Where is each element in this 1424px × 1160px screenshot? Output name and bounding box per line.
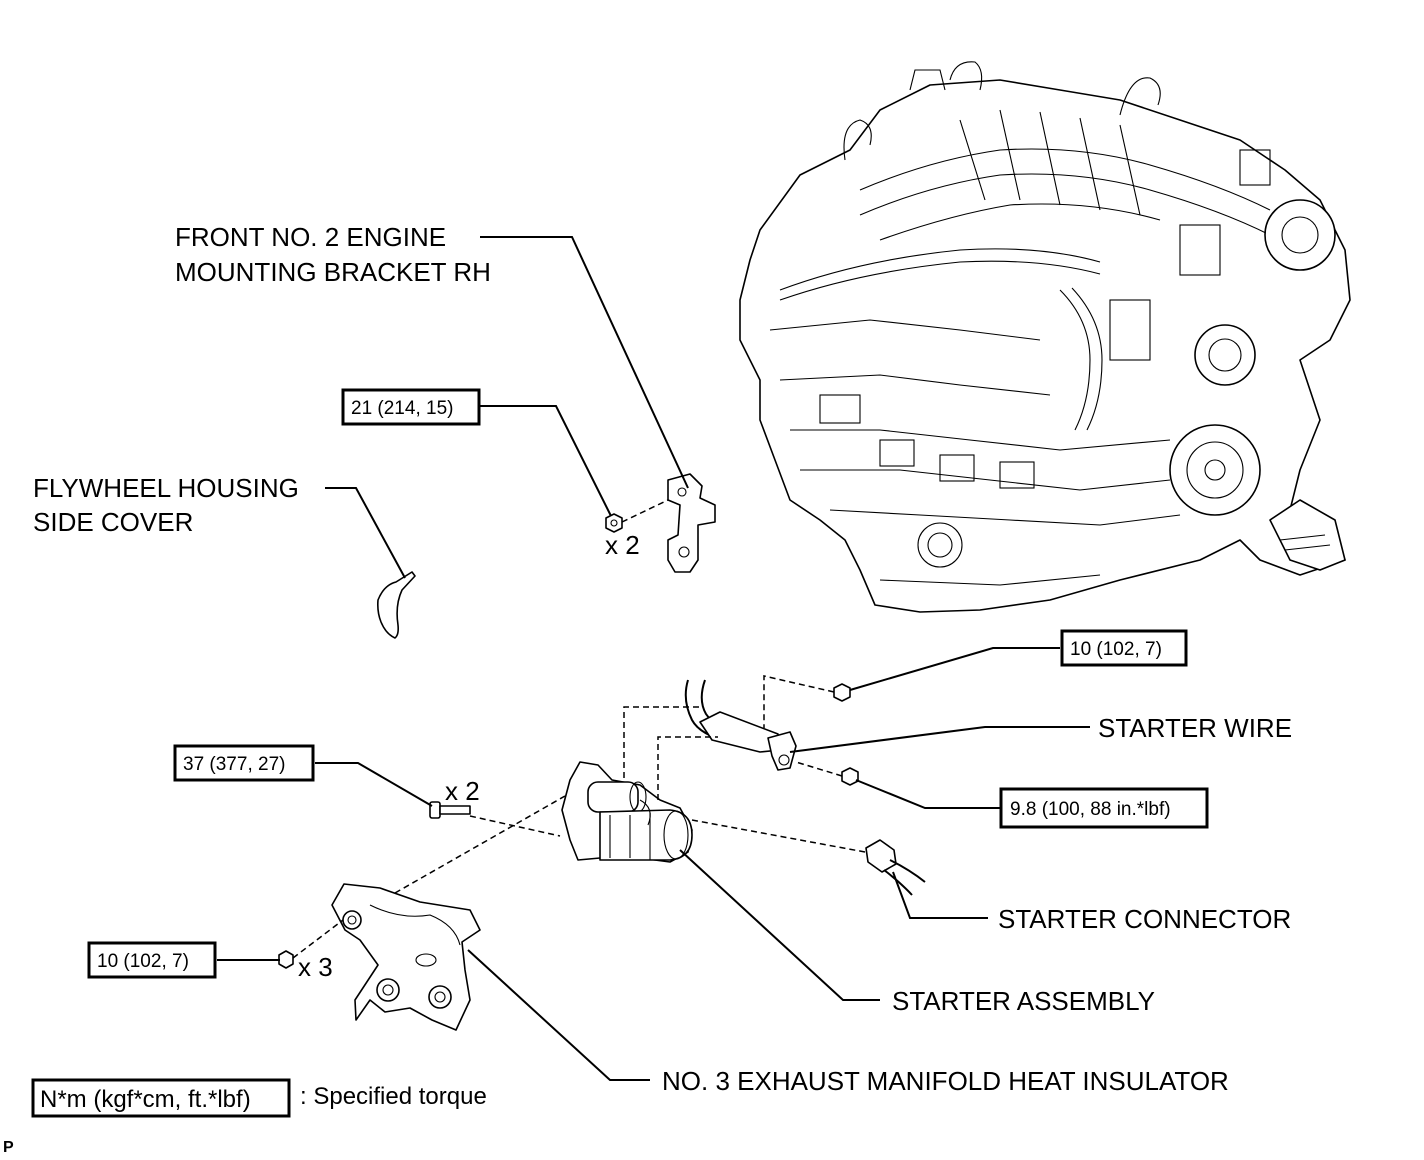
label-flywheel-line2: SIDE COVER bbox=[33, 507, 193, 537]
corner-mark: P bbox=[3, 1139, 14, 1156]
legend-unit-text: N*m (kgf*cm, ft.*lbf) bbox=[40, 1086, 251, 1113]
insulator-bolt bbox=[278, 950, 294, 969]
starter-bolt bbox=[429, 801, 471, 819]
wire-nut-upper bbox=[833, 683, 851, 702]
torque-wire-nut-lower-text: 9.8 (100, 88 in.*lbf) bbox=[1010, 799, 1171, 820]
torque-starter-bolt-text: 37 (377, 27) bbox=[183, 754, 285, 775]
torque-box-starter-bolt: 37 (377, 27) bbox=[173, 744, 315, 782]
torque-box-bracket-nut: 21 (214, 15) bbox=[341, 388, 481, 426]
torque-bracket-nut-text: 21 (214, 15) bbox=[351, 398, 453, 419]
heat-insulator-part bbox=[331, 883, 481, 1031]
qty-insulator-bolt: x 3 bbox=[298, 952, 333, 982]
torque-box-insulator-bolt: 10 (102, 7) bbox=[87, 941, 217, 979]
starter-connector-part bbox=[865, 839, 926, 896]
starter-assembly-part bbox=[561, 761, 693, 863]
label-flywheel-line1: FLYWHEEL HOUSING bbox=[33, 473, 299, 503]
torque-wire-nut-upper-text: 10 (102, 7) bbox=[1070, 639, 1162, 660]
label-starter-assembly: STARTER ASSEMBLY bbox=[892, 986, 1155, 1016]
qty-starter-bolt: x 2 bbox=[445, 776, 480, 806]
label-exhaust-insulator: NO. 3 EXHAUST MANIFOLD HEAT INSULATOR bbox=[662, 1066, 1229, 1096]
torque-legend: N*m (kgf*cm, ft.*lbf) : Specified torque bbox=[31, 1078, 487, 1118]
label-starter-wire: STARTER WIRE bbox=[1098, 713, 1292, 743]
flywheel-side-cover bbox=[377, 571, 416, 639]
front-mounting-bracket bbox=[667, 473, 716, 573]
leader-lines bbox=[217, 236, 1090, 1081]
qty-bracket-nut: x 2 bbox=[605, 530, 640, 560]
label-front-bracket-line1: FRONT NO. 2 ENGINE bbox=[175, 222, 446, 252]
bracket-nut bbox=[605, 513, 623, 533]
starter-wire-part bbox=[684, 679, 797, 771]
torque-insulator-bolt-text: 10 (102, 7) bbox=[97, 951, 189, 972]
wire-nut-lower bbox=[841, 767, 859, 786]
legend-description: : Specified torque bbox=[300, 1083, 487, 1110]
label-starter-connector: STARTER CONNECTOR bbox=[998, 904, 1291, 934]
label-front-bracket-line2: MOUNTING BRACKET RH bbox=[175, 257, 491, 287]
torque-box-wire-nut-upper: 10 (102, 7) bbox=[1060, 629, 1188, 667]
engine-illustration bbox=[739, 61, 1351, 613]
torque-box-wire-nut-lower: 9.8 (100, 88 in.*lbf) bbox=[999, 787, 1209, 829]
